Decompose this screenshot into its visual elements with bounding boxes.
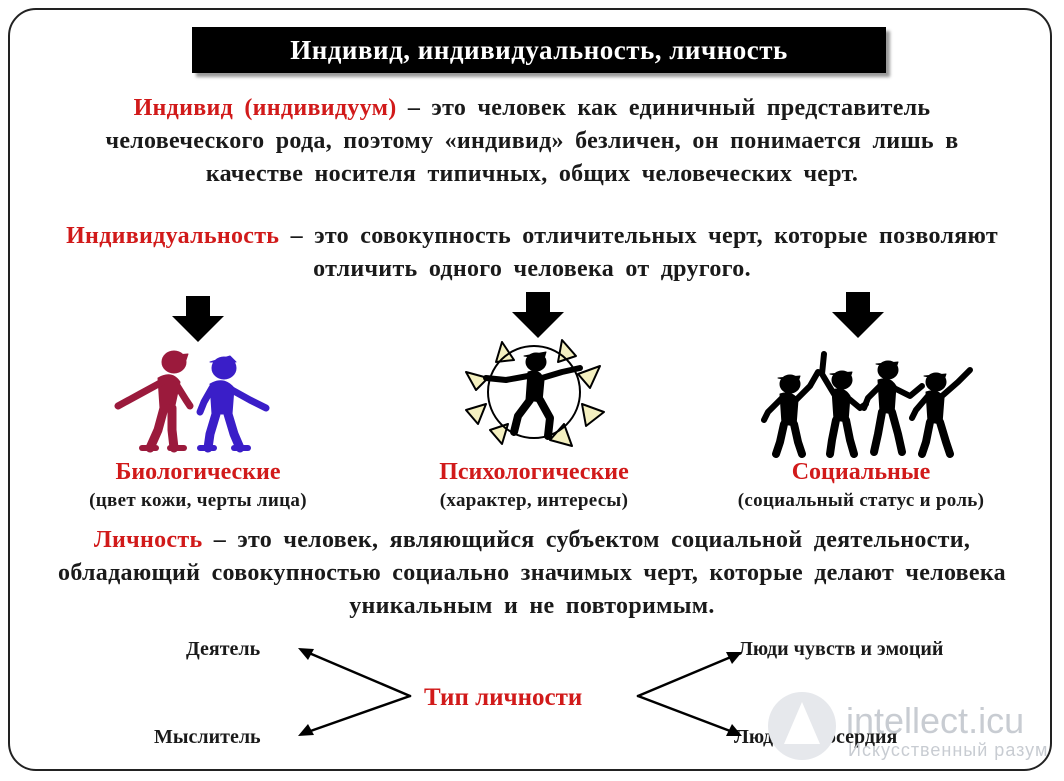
personality-line3: уникальным и не повторимым. — [349, 593, 715, 619]
down-arrow-icon — [832, 292, 884, 338]
category-title-psychological: Психологические — [439, 459, 629, 485]
type-emotional: Люди чувств и эмоций — [738, 638, 944, 660]
individ-term: Индивид (индивидуум) — [133, 95, 397, 121]
personality-type-center: Тип личности — [424, 684, 583, 711]
category-subtitle-psychological: (характер, интересы) — [439, 490, 629, 511]
category-title-biological: Биологические — [115, 459, 281, 485]
left-branch-arrows — [298, 648, 412, 736]
right-branch-arrows — [636, 652, 742, 736]
personality-paragraph: Личность – это человек, являющийся субъе… — [10, 524, 1054, 623]
personality-line2: обладающий совокупностью социально значи… — [58, 560, 1006, 586]
individuality-line1: – это совокупность отличительных черт, к… — [279, 223, 998, 249]
watermark-logo — [768, 692, 836, 760]
personality-term: Личность — [93, 527, 203, 553]
two-people-icon — [114, 350, 270, 453]
type-thinker: Мыслитель — [154, 726, 261, 748]
category-title-social: Социальные — [791, 459, 931, 485]
burst-person-icon — [465, 339, 605, 447]
individuality-paragraph: Индивидуальность – это совокупность отли… — [14, 220, 1050, 286]
personality-line1: – это человек, являющийся субъектом соци… — [202, 527, 971, 553]
down-arrow-icon — [512, 292, 564, 338]
individ-paragraph: Индивид (индивидуум) – это человек как е… — [40, 92, 1024, 191]
individuality-term: Индивидуальность — [66, 223, 280, 249]
individuality-line2: отличить одного человека от другого. — [313, 256, 751, 282]
watermark-text: intellect.icu — [846, 700, 1025, 741]
individ-line3: качестве носителя типичных, общих челове… — [205, 161, 859, 187]
category-subtitle-biological: (цвет кожи, черты лица) — [89, 490, 307, 511]
slide-frame — [8, 8, 1052, 771]
type-actor: Деятель — [186, 638, 261, 660]
group-cheering-icon — [761, 351, 973, 458]
down-arrow-icon — [172, 296, 224, 342]
title-banner: Индивид, индивидуальность, личность — [192, 27, 886, 73]
watermark-subtext: Искусственный разум — [848, 740, 1049, 760]
category-subtitle-social: (социальный статус и роль) — [737, 490, 985, 511]
page-title: Индивид, индивидуальность, личность — [290, 34, 788, 65]
individ-line2: человеческого рода, поэтому «индивид» бе… — [105, 128, 959, 154]
individ-line1: – это человек как единичный представител… — [396, 95, 931, 121]
